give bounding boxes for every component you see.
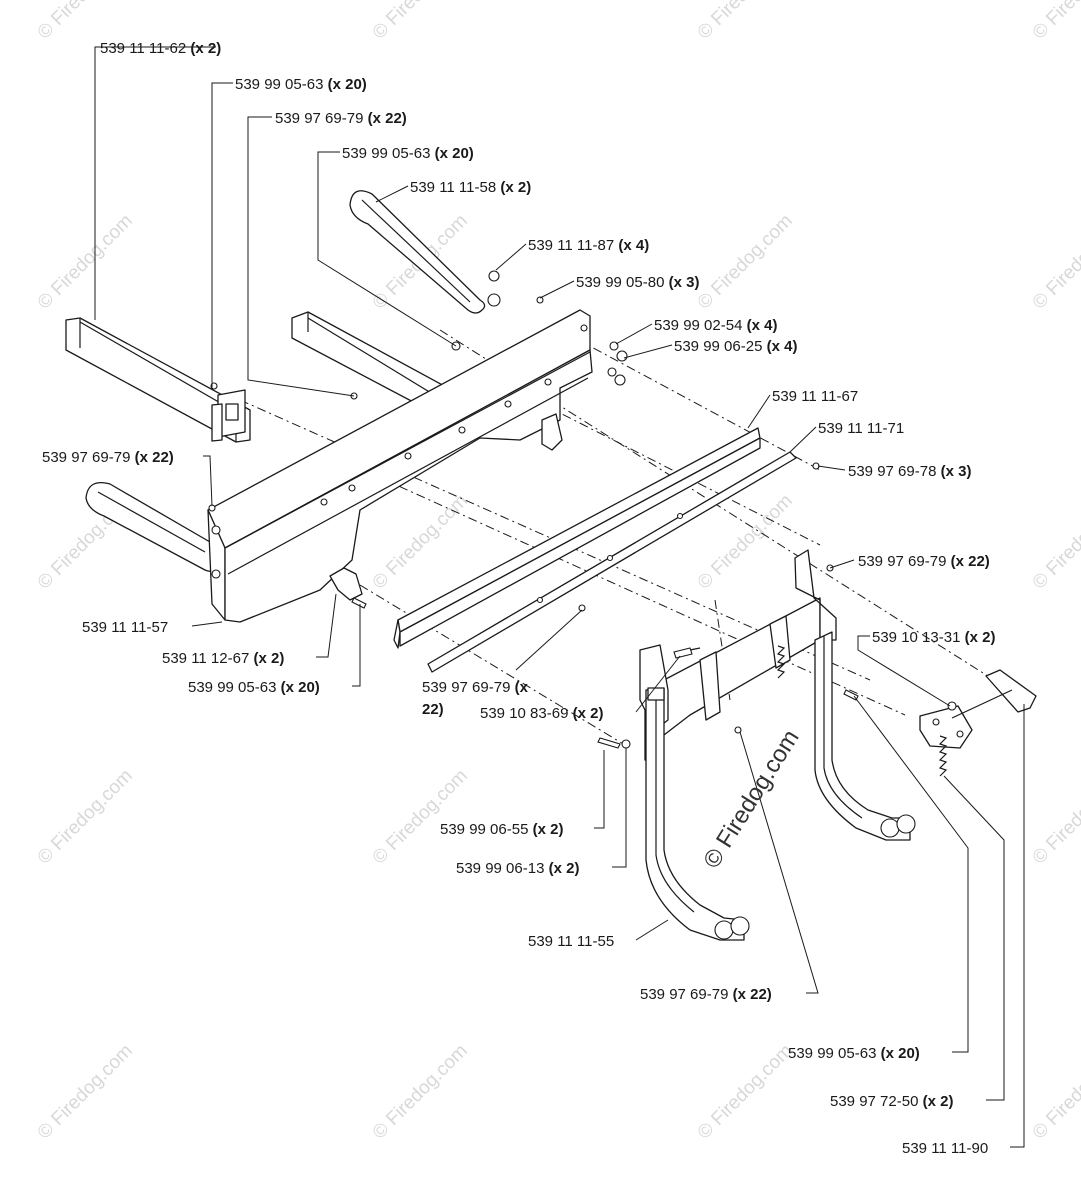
callout-label: 539 99 05-63 (x 20) — [788, 1045, 920, 1062]
watermark: © Firedog.com — [1029, 490, 1081, 593]
callout-label: 22) — [422, 701, 444, 718]
spring — [776, 645, 948, 777]
angle-strip-lower — [427, 451, 797, 673]
callout-label: 539 99 05-63 (x 20) — [342, 145, 474, 162]
watermark: © Firedog.com — [369, 490, 472, 593]
callout-label: 539 99 06-13 (x 2) — [456, 860, 579, 877]
callout-label: 539 11 11-55 — [528, 933, 614, 950]
callout-label: 539 99 06-55 (x 2) — [440, 821, 563, 838]
watermark-layer: © Firedog.com © Firedog.com © Firedog.co… — [34, 0, 1081, 1144]
watermark: © Firedog.com — [694, 210, 797, 313]
angle-strip-upper — [393, 427, 761, 649]
callout-label: 539 97 69-79 (x 22) — [858, 553, 990, 570]
watermark: © Firedog.com — [1029, 1040, 1081, 1143]
callout-label: 539 99 05-80 (x 3) — [576, 274, 699, 291]
u-bolt-upper — [349, 190, 486, 314]
pin-handle — [951, 669, 1037, 719]
callout-label: 539 10 83-69 (x 2) — [480, 705, 603, 722]
callout-label: 539 97 69-78 (x 3) — [848, 463, 971, 480]
callout-label: 539 97 69-79 (x — [422, 679, 529, 696]
watermark: © Firedog.com — [694, 0, 797, 44]
callout-label: 539 11 11-90 — [902, 1140, 988, 1157]
callout-labels: 539 11 11-62 (x 2) 539 99 05-63 (x 20) 5… — [42, 40, 995, 1157]
callout-label: 539 99 05-63 (x 20) — [235, 76, 367, 93]
watermark: © Firedog.com — [1029, 210, 1081, 313]
callout-label: 539 99 05-63 (x 20) — [188, 679, 320, 696]
watermark: © Firedog.com — [369, 765, 472, 868]
callout-label: 539 11 11-58 (x 2) — [410, 179, 531, 196]
callout-label: 539 10 13-31 (x 2) — [872, 629, 995, 646]
callout-label: 539 11 11-57 — [82, 619, 168, 636]
hitch-frame — [639, 549, 916, 941]
watermark: © Firedog.com — [1029, 765, 1081, 868]
callout-label: 539 11 12-67 (x 2) — [162, 650, 284, 667]
lift-plate — [919, 705, 973, 749]
rear-support-bar — [65, 317, 251, 443]
watermark: © Firedog.com — [34, 0, 137, 44]
callout-label: 539 11 11-71 — [818, 420, 904, 437]
watermark: © Firedog.com — [34, 765, 137, 868]
callout-label: 539 11 11-87 (x 4) — [528, 237, 649, 254]
callout-label: 539 97 69-79 (x 22) — [640, 986, 772, 1003]
watermark: © Firedog.com — [1029, 0, 1081, 44]
leader-lines — [94, 46, 1025, 1148]
watermark: © Firedog.com — [34, 210, 137, 313]
callout-label: 539 99 02-54 (x 4) — [654, 317, 777, 334]
fasteners — [208, 270, 957, 749]
callout-label: 539 97 69-79 (x 22) — [42, 449, 174, 466]
callout-label: 539 99 06-25 (x 4) — [674, 338, 797, 355]
callout-label: 539 97 72-50 (x 2) — [830, 1093, 953, 1110]
callout-label: 539 11 11-67 — [772, 388, 858, 405]
watermark: © Firedog.com — [34, 1040, 137, 1143]
watermark: © Firedog.com — [369, 0, 472, 44]
watermark: © Firedog.com — [369, 1040, 472, 1143]
watermark: © Firedog.com — [694, 1040, 797, 1143]
main-beam — [207, 309, 593, 623]
callout-label: 539 11 11-62 (x 2) — [100, 40, 221, 57]
center-watermark: © Firedog.com — [698, 725, 804, 873]
callout-label: 539 97 69-79 (x 22) — [275, 110, 407, 127]
